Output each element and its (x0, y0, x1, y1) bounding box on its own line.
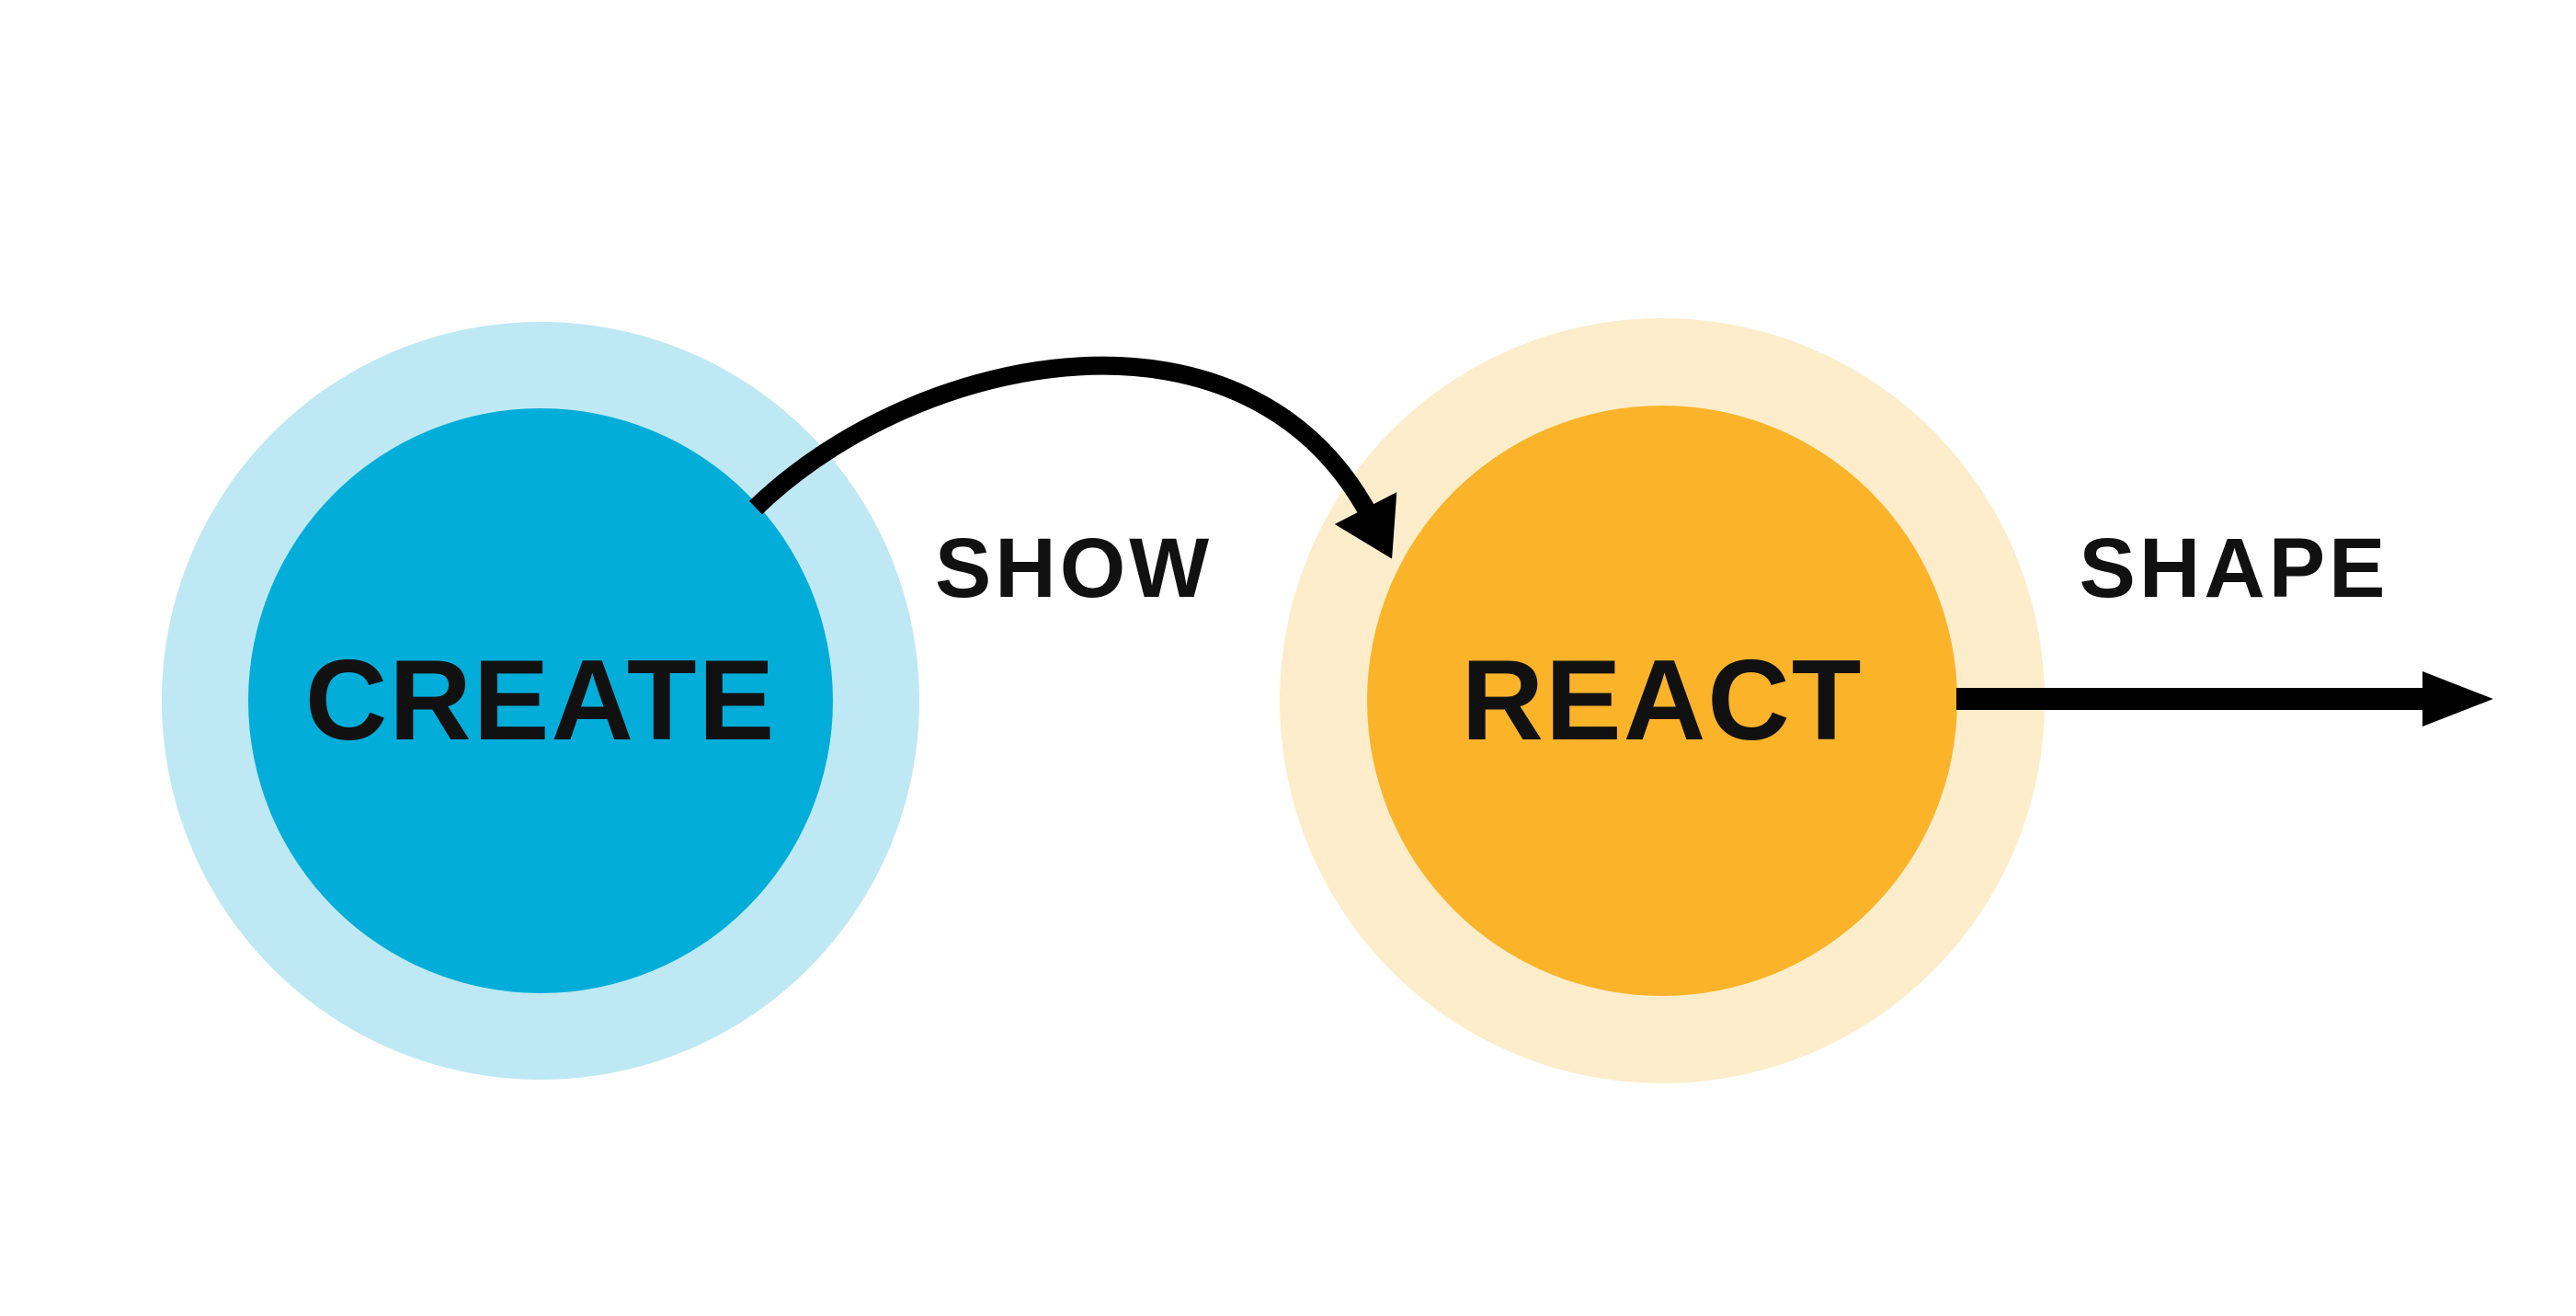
create-node: CREATE (162, 322, 919, 1080)
show-label: SHOW (935, 521, 1213, 615)
create-label: CREATE (305, 637, 777, 764)
shape-label: SHAPE (2080, 521, 2389, 615)
create-inner-circle (248, 408, 833, 993)
react-label: REACT (1461, 637, 1863, 764)
show-edge: SHOW (749, 356, 1397, 615)
show-curved-arrow-line (749, 356, 1380, 524)
shape-edge: SHAPE (1956, 521, 2493, 727)
shape-arrowhead-icon (2422, 671, 2493, 727)
shape-arrow-shaft (1956, 688, 2425, 710)
show-arrowhead-icon (1334, 492, 1397, 559)
react-node: REACT (1280, 318, 2045, 1083)
react-inner-circle (1367, 406, 1957, 996)
